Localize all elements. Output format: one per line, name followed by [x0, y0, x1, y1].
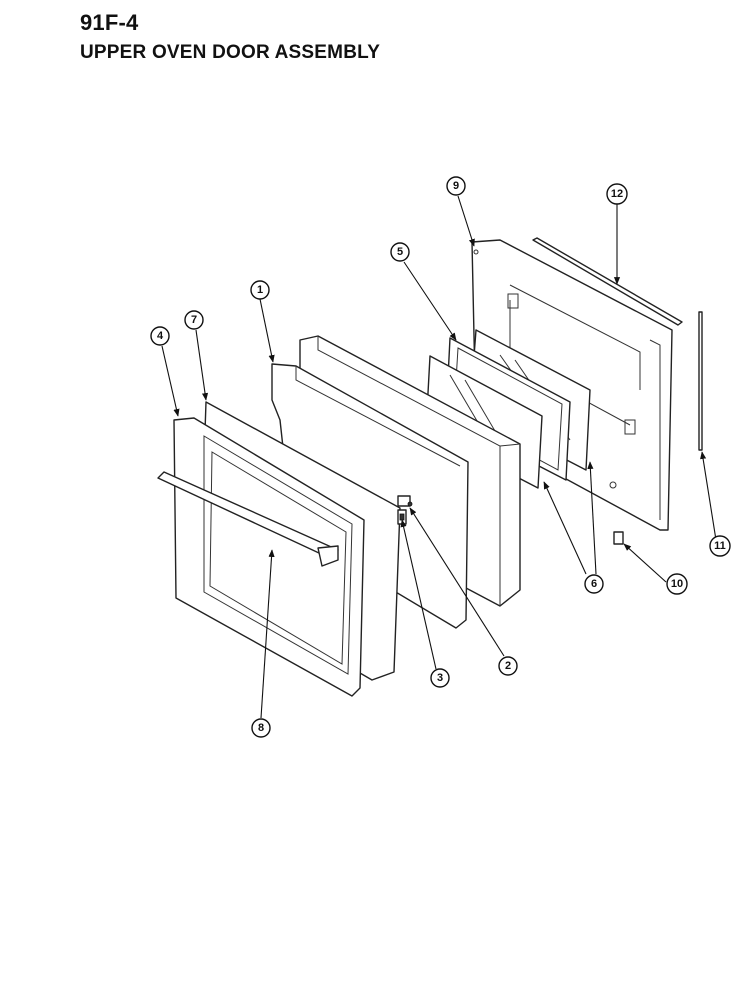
bracket-part — [397, 495, 413, 507]
callout-7: 7 — [184, 310, 204, 330]
side-rail-part — [698, 311, 703, 451]
svg-text:5: 5 — [397, 246, 403, 258]
callout-11: 11 — [709, 535, 731, 557]
callout-10: 10 — [666, 573, 688, 595]
svg-text:1: 1 — [257, 284, 263, 296]
svg-text:11: 11 — [714, 540, 726, 552]
svg-text:3: 3 — [437, 672, 443, 684]
svg-text:6: 6 — [591, 578, 597, 590]
svg-text:10: 10 — [671, 578, 683, 590]
svg-text:9: 9 — [453, 180, 459, 192]
svg-text:8: 8 — [258, 722, 264, 734]
callout-9: 9 — [446, 176, 466, 196]
callout-2: 2 — [498, 656, 518, 676]
diagram-code: 91F-4 — [80, 10, 139, 35]
callout-12: 12 — [606, 183, 628, 205]
callout-leaders — [161, 195, 717, 719]
svg-text:7: 7 — [191, 314, 197, 326]
callout-3: 3 — [430, 668, 450, 688]
door-handle-part — [157, 471, 339, 567]
diagram-title: UPPER OVEN DOOR ASSEMBLY — [80, 42, 381, 63]
callout-6: 6 — [584, 574, 604, 594]
callout-1: 1 — [250, 280, 270, 300]
callout-4: 4 — [150, 326, 170, 346]
callout-8: 8 — [251, 718, 271, 738]
svg-text:4: 4 — [157, 330, 164, 342]
clip-part — [613, 531, 624, 545]
callout-5: 5 — [390, 242, 410, 262]
svg-text:2: 2 — [505, 660, 511, 672]
svg-text:12: 12 — [611, 188, 623, 200]
top-rail-part — [532, 237, 683, 326]
